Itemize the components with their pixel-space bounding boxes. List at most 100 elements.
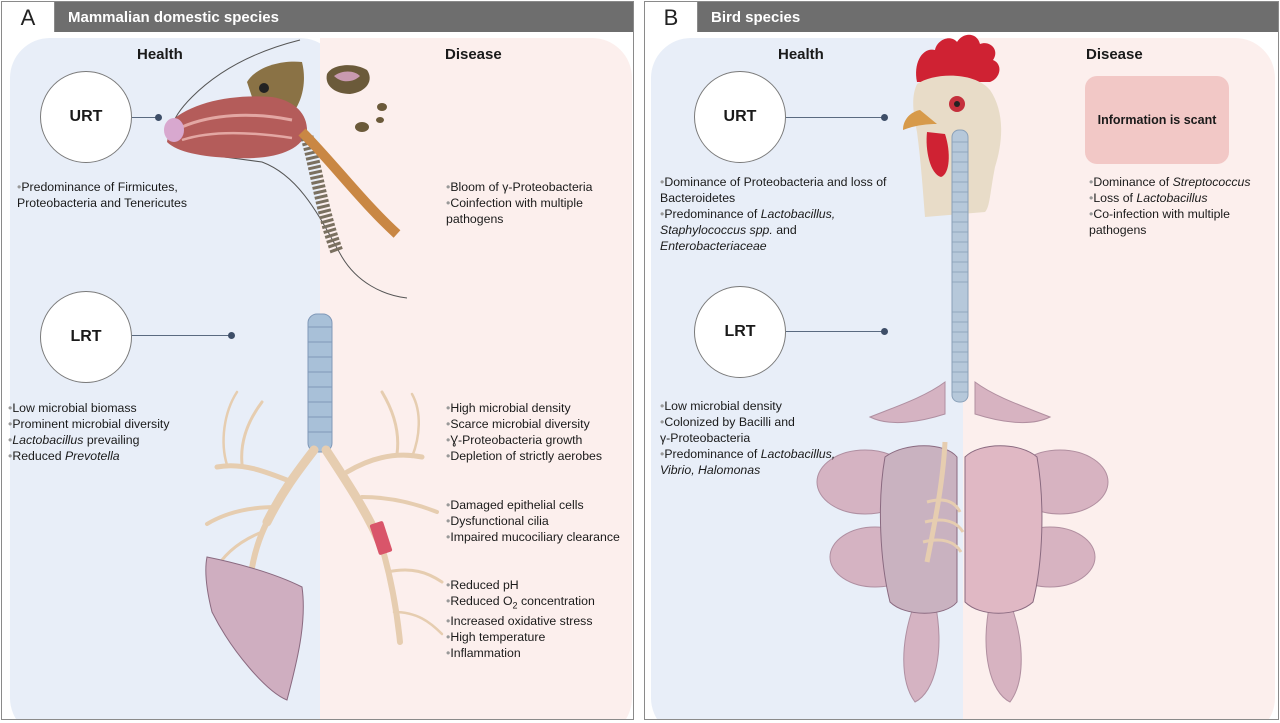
note-text: High microbial density: [450, 401, 571, 415]
note-text: Prevotella: [64, 449, 120, 463]
lrt-connector: [132, 335, 231, 336]
panel-b-letter: B: [645, 2, 698, 32]
panel-b-header: B Bird species: [645, 2, 1278, 32]
urt-disease-notes: •Dominance of Streptococcus•Loss of Lact…: [1089, 174, 1251, 238]
note-text: Predominance of: [664, 207, 761, 221]
note-text: Coinfection with multiple: [450, 196, 583, 210]
note-text: concentration: [517, 594, 595, 608]
panel-a-letter: A: [2, 2, 55, 32]
lrt-disease-notes-microbial: •High microbial density•Scarce microbial…: [446, 400, 602, 464]
air-sacs: [816, 381, 1109, 703]
chicken-comb: [916, 34, 1000, 82]
bullet-icon: •: [446, 514, 451, 528]
disease-heading: Disease: [1086, 46, 1143, 63]
bronchial-tree-healthy: [205, 390, 319, 585]
urt-connector-dot: [881, 114, 888, 121]
note-line: •Low microbial density: [660, 398, 835, 414]
health-heading: Health: [778, 46, 824, 63]
note-text: Low microbial density: [664, 399, 782, 413]
note-text: pathogens: [446, 212, 504, 226]
note-line: •Colonized by Bacilli and: [660, 414, 835, 430]
bullet-icon: •: [446, 594, 451, 608]
panel-b-title: Bird species: [711, 9, 801, 26]
bullet-icon: •: [1089, 207, 1094, 221]
lrt-disease-notes-epithelial: •Damaged epithelial cells•Dysfunctional …: [446, 497, 620, 545]
cow-nose: [164, 118, 184, 142]
bullet-icon: •: [8, 401, 13, 415]
note-line: •Reduced O2 concentration: [446, 593, 595, 613]
note-line: Bacteroidetes: [660, 190, 886, 206]
mammal-anatomy-illustration: [164, 39, 444, 701]
lrt-connector-dot: [881, 328, 888, 335]
bullet-icon: •: [8, 449, 13, 463]
note-text: 2: [512, 600, 518, 611]
note-line: •High temperature: [446, 629, 595, 645]
note-text: Dysfunctional cilia: [450, 514, 549, 528]
note-text: pathogens: [1089, 223, 1147, 237]
bullet-icon: •: [17, 180, 22, 194]
note-text: Reduced pH: [450, 578, 519, 592]
note-line: pathogens: [446, 211, 592, 227]
chicken-wattle: [926, 132, 949, 177]
bird-anatomy-illustration: [816, 34, 1109, 703]
lrt-health-notes: •Low microbial density•Colonized by Baci…: [660, 398, 835, 478]
note-line: •Predominance of Lactobacillus,: [660, 206, 886, 222]
urt-circle: URT: [40, 71, 132, 163]
bullet-icon: •: [446, 417, 451, 431]
cow-trachea: [300, 135, 344, 255]
note-text: Vibrio, Halomonas: [660, 463, 761, 477]
note-line: •Bloom of γ-Proteobacteria: [446, 179, 592, 195]
note-text: Increased oxidative stress: [450, 614, 593, 629]
note-line: pathogens: [1089, 222, 1251, 238]
disease-heading: Disease: [445, 46, 502, 63]
cow-esophagus: [298, 128, 401, 238]
bullet-icon: •: [446, 196, 451, 210]
note-text: Streptococcus: [1172, 175, 1251, 189]
note-text: Low microbial biomass: [12, 401, 137, 415]
note-text: Scarce microbial diversity: [450, 417, 590, 431]
note-line: •Ɣ-Proteobacteria growth: [446, 432, 602, 448]
bullet-icon: •: [446, 401, 451, 415]
bullet-icon: •: [446, 498, 451, 512]
note-text: Proteobacteria and Tenericutes: [17, 196, 187, 210]
note-text: Lactobacillus: [1136, 191, 1208, 205]
urt-circle: URT: [694, 71, 786, 163]
note-text: Lactobacillus,: [760, 207, 836, 221]
note-text: Reduced: [12, 449, 65, 463]
right-bird-lung: [964, 445, 1043, 614]
urt-connector: [132, 117, 158, 118]
note-text: and: [772, 223, 797, 237]
note-text: Bloom of γ-Proteobacteria: [450, 180, 593, 194]
note-line: •Prominent microbial diversity: [8, 416, 170, 432]
note-line: •Reduced Prevotella: [8, 448, 170, 464]
note-line: •Low microbial biomass: [8, 400, 170, 416]
note-line: •Inflammation: [446, 645, 595, 661]
note-text: Dominance of: [1093, 175, 1173, 189]
bullet-icon: •: [446, 449, 451, 463]
bullet-icon: •: [446, 614, 451, 629]
lrt-connector: [786, 331, 884, 332]
note-text: Depletion of strictly aerobes: [450, 449, 603, 463]
inflamed-segment: [369, 521, 393, 555]
bullet-icon: •: [8, 417, 13, 431]
bullet-icon: •: [1089, 175, 1094, 189]
cow-nasal-cavity: [167, 96, 307, 159]
note-line: •Predominance of Lactobacillus,: [660, 446, 835, 462]
note-text: Enterobacteriaceae: [660, 239, 767, 253]
urt-connector-dot: [155, 114, 162, 121]
chicken-beak: [903, 110, 937, 130]
note-line: •High microbial density: [446, 400, 602, 416]
bullet-icon: •: [446, 646, 451, 661]
panel-mammalian: Health Disease URT LRT •Predominance of …: [1, 1, 634, 720]
note-text: Colonized by Bacilli and: [664, 415, 795, 429]
note-line: •Damaged epithelial cells: [446, 497, 620, 513]
note-line: •Dominance of Streptococcus: [1089, 174, 1251, 190]
lung-lobe: [205, 556, 304, 701]
bullet-icon: •: [446, 578, 451, 592]
lrt-disease-notes-environment: •Reduced pH•Reduced O2 concentration•Inc…: [446, 577, 595, 661]
note-text: γ-Proteobacteria: [660, 431, 751, 445]
bullet-icon: •: [446, 530, 451, 544]
note-text: Inflammation: [450, 646, 521, 661]
lrt-circle: LRT: [40, 291, 132, 383]
panel-a-header: A Mammalian domestic species: [2, 2, 633, 32]
